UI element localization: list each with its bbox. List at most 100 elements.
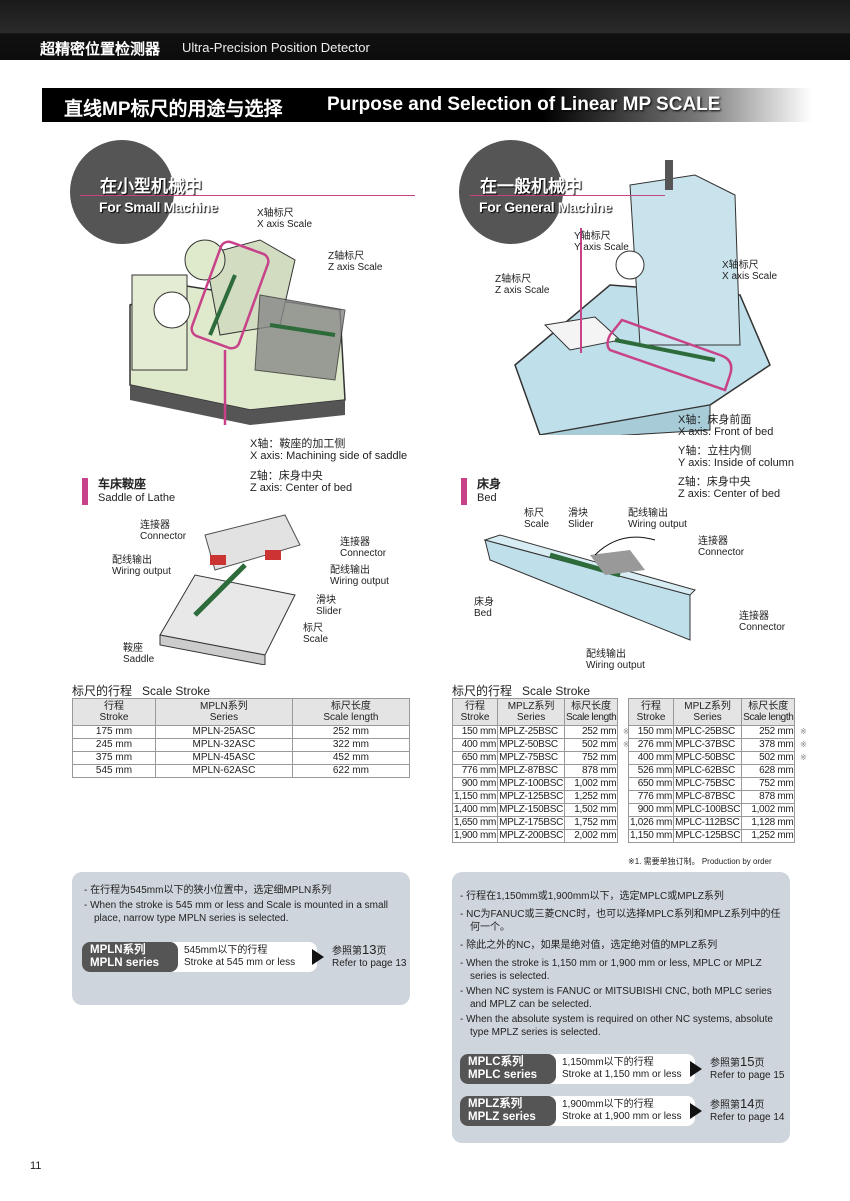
cell-value: 650 mm xyxy=(461,752,497,763)
series-en: MPLZ series xyxy=(468,1111,536,1123)
cell-value: MPLC-87BSC xyxy=(675,791,735,802)
table-cell: MPLZ-200BSC xyxy=(497,829,566,843)
table-cell: MPLZ-150BSC xyxy=(497,803,566,817)
table-cell: 502 mm※ xyxy=(741,751,807,765)
header-en: Scale length xyxy=(323,712,379,723)
table-cell: 175 mm xyxy=(72,725,156,739)
ref-prefix: 参照第 xyxy=(710,1058,740,1069)
label-en: Scale xyxy=(524,519,550,530)
general-machine-heading-en: For General Machine xyxy=(479,199,612,215)
note-item: - When NC system is FANUC or MITSUBISHI … xyxy=(460,986,772,1010)
order-mark: ※ xyxy=(622,727,630,736)
page-header-bar: 超精密位置检测器 Ultra-Precision Position Detect… xyxy=(0,0,850,60)
cell-value: 1,752 mm xyxy=(574,817,617,828)
cell-value: MPLN-32ASC xyxy=(192,739,256,750)
label-en: Connector xyxy=(340,548,387,559)
cell-value: 378 mm xyxy=(759,739,794,750)
table-cell: MPLC-75BSC xyxy=(673,777,743,791)
tag-zh: 车床鞍座 xyxy=(98,477,147,491)
table-cell: 322 mm xyxy=(291,738,411,752)
series-en: MPLN series xyxy=(90,957,160,969)
label-zh: 床身 xyxy=(474,597,494,608)
cell-value: 628 mm xyxy=(759,765,794,776)
label-zh: Z轴标尺 xyxy=(328,251,365,262)
page-number: 11 xyxy=(30,1160,42,1172)
table-cell: MPLC-25BSC xyxy=(673,725,743,739)
cell-value: 150 mm xyxy=(637,726,673,737)
cell-value: MPLZ-175BSC xyxy=(499,817,564,828)
note-en: Z axis: Center of bed xyxy=(250,482,353,494)
cell-value: MPLC-75BSC xyxy=(675,778,735,789)
stroke-zh: 1,900mm以下的行程 xyxy=(562,1099,654,1110)
table-cell: 502 mm※ xyxy=(564,738,630,752)
ref-en: Refer to page 15 xyxy=(710,1070,785,1081)
stroke-en: Stroke at 1,150 mm or less xyxy=(562,1069,682,1080)
label-zh: X轴标尺 xyxy=(257,208,294,219)
table-cell: MPLZ-100BSC xyxy=(497,777,566,791)
cell-value: MPLN-45ASC xyxy=(192,752,256,763)
order-mark: ※ xyxy=(799,727,807,736)
table-cell: MPLZ-175BSC xyxy=(497,816,566,830)
series-zh: MPLN系列 xyxy=(90,944,146,956)
header-en: Series xyxy=(516,712,546,723)
order-mark: ※ xyxy=(622,740,630,749)
cell-value: 150 mm xyxy=(461,726,497,737)
stroke-zh: 545mm以下的行程 xyxy=(184,945,268,956)
header-en: Stroke xyxy=(99,712,129,723)
label-zh: 连接器 xyxy=(340,537,370,548)
table-cell: 1,650 mm xyxy=(451,816,499,830)
cell-value: 252 mm xyxy=(759,726,794,737)
cell-value: 1,252 mm xyxy=(751,830,794,841)
cell-value: MPLZ-75BSC xyxy=(499,752,558,763)
cell-value: 1,502 mm xyxy=(574,804,617,815)
table-cell: 878 mm xyxy=(741,790,796,804)
cell-value: 400 mm xyxy=(637,752,673,763)
cell-value: 375 mm xyxy=(95,752,133,763)
table-cell: MPLN-32ASC xyxy=(154,738,293,752)
header-category-en: Ultra-Precision Position Detector xyxy=(182,40,370,55)
label-zh: Y轴标尺 xyxy=(574,231,611,242)
ref-en: Refer to page 13 xyxy=(332,958,407,969)
note-zh: X轴：床身前面 xyxy=(678,414,752,426)
right-table-title: 标尺的行程 Scale Stroke xyxy=(452,682,590,699)
stroke-en: Stroke at 1,900 mm or less xyxy=(562,1111,682,1122)
left-table-title: 标尺的行程 Scale Stroke xyxy=(72,682,210,699)
table-cell: MPLZ-25BSC xyxy=(497,725,566,739)
cell-value: 650 mm xyxy=(637,778,673,789)
cell-value: 545 mm xyxy=(95,765,133,776)
series-en: MPLC series xyxy=(468,1069,538,1081)
small-machine-circle xyxy=(70,140,174,244)
